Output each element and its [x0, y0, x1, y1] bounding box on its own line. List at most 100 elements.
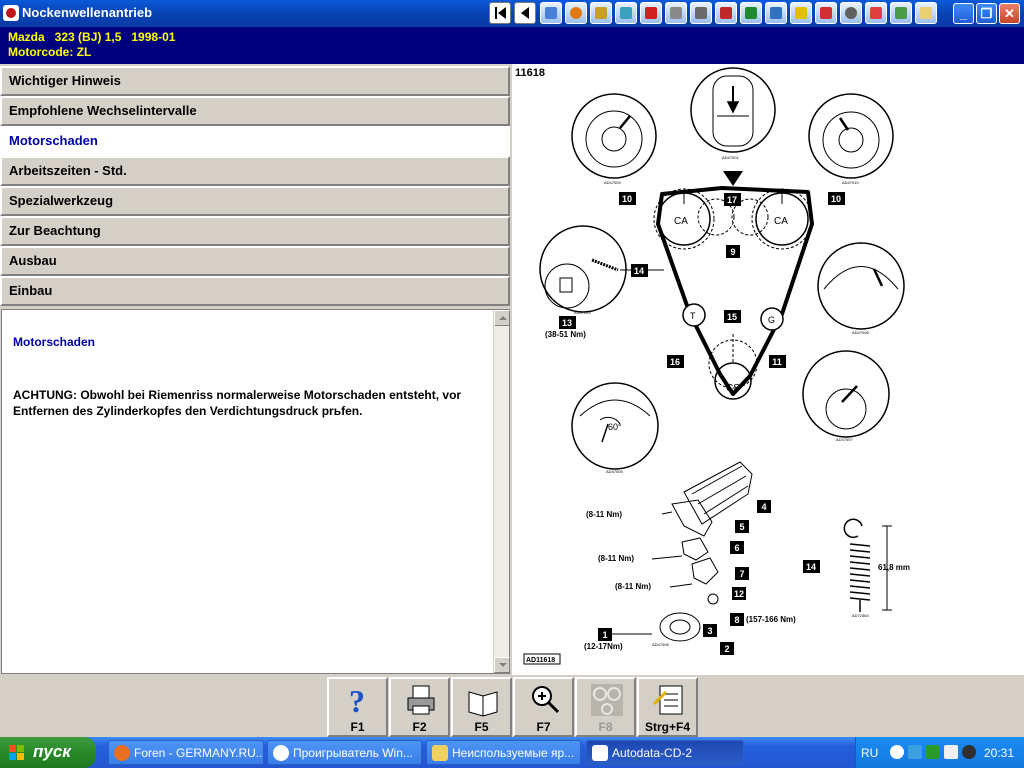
notes-icon — [920, 7, 932, 19]
title-bar: Nockenwellenantrieb _ ❐ ✕ — [0, 0, 1024, 27]
previous-page-button[interactable] — [514, 2, 536, 24]
callout-12: 12 — [734, 589, 744, 599]
arrow-left-icon — [521, 7, 529, 19]
toolbar-button-tools[interactable] — [590, 2, 612, 24]
menu-item-arbeitszeiten[interactable]: Arbeitszeiten - Std. — [0, 156, 510, 186]
diagram-pane[interactable]: 11618 AD47001 AD47009 AD47010 — [512, 64, 1024, 675]
callout-2: 2 — [724, 644, 729, 654]
toolbar-button-module[interactable] — [740, 2, 762, 24]
toolbar-button-battery[interactable] — [715, 2, 737, 24]
task-label: Foren - GERMANY.RU... — [134, 746, 264, 760]
f7-zoom-button[interactable]: F7 — [513, 677, 574, 737]
detail-ref-top: AD47001 — [722, 155, 739, 160]
battery-icon — [720, 7, 732, 19]
callout-7: 7 — [739, 569, 744, 579]
spring-length-label: 61,8 mm — [878, 563, 910, 572]
help-icon: ? — [349, 683, 365, 718]
printer-icon — [407, 685, 435, 715]
toolbar-button-diagram[interactable] — [540, 2, 562, 24]
diagram-number: 11618 — [515, 67, 545, 79]
person-icon — [620, 7, 632, 19]
task-button-firefox[interactable]: Foren - GERMANY.RU... — [108, 740, 264, 765]
clock[interactable]: 20:31 — [984, 746, 1015, 760]
toolbar-button-airbag[interactable] — [815, 2, 837, 24]
menu-item-spezialwerkzeug[interactable]: Spezialwerkzeug — [0, 186, 510, 216]
vehicle-model: Mazda 323 (BJ) 1,5 1998-01 — [8, 30, 176, 44]
detail-ref-spring: AD72364 — [852, 613, 869, 618]
toolbar-button-notes[interactable] — [915, 2, 937, 24]
toolbar-button-abs[interactable] — [840, 2, 862, 24]
module-icon — [745, 7, 757, 19]
callout-10-left: 10 — [622, 194, 632, 204]
toolbar-button-key[interactable] — [790, 2, 812, 24]
wrench-icon — [695, 7, 707, 19]
minimize-button[interactable]: _ — [953, 3, 974, 24]
menu-item-einbau[interactable]: Einbau — [0, 276, 510, 306]
callout-10-right: 10 — [831, 194, 841, 204]
menu-item-motorschaden[interactable]: Motorschaden — [0, 126, 510, 156]
section-menu: Wichtiger Hinweis Empfohlene Wechselinte… — [0, 66, 510, 306]
content-body: ACHTUNG: Obwohl bei Riemenriss normalerw… — [13, 388, 462, 418]
toolbar-button-wrench[interactable] — [690, 2, 712, 24]
toolbar-button-lift[interactable] — [665, 2, 687, 24]
detail-right-mid — [817, 242, 905, 330]
scroll-down-button[interactable] — [494, 657, 510, 673]
toolbar-button-warning[interactable] — [865, 2, 887, 24]
torque-cover-lower: (8-11 Nm) — [615, 582, 651, 591]
maximize-button[interactable]: ❐ — [976, 3, 997, 24]
app-icon — [3, 5, 19, 21]
diagram-icon — [545, 7, 557, 19]
callout-boxes — [559, 192, 845, 655]
language-indicator[interactable]: RU — [861, 746, 879, 760]
close-icon: ✕ — [1004, 6, 1015, 21]
taskbar: пуск Foren - GERMANY.RU... Проигрыватель… — [0, 737, 1024, 768]
sprocket-label-cs: CS — [726, 383, 740, 394]
callout-13: 13 — [562, 318, 572, 328]
strg-f4-notes-button[interactable]: Strg+F4 — [637, 677, 698, 737]
angle-label: 60° — [608, 422, 622, 432]
f1-help-button[interactable]: ? F1 — [327, 677, 388, 737]
wiring-icon — [770, 7, 782, 19]
toolbar-button-person[interactable] — [615, 2, 637, 24]
toolbar-button-service[interactable] — [890, 2, 912, 24]
menu-item-ausbau[interactable]: Ausbau — [0, 246, 510, 276]
firefox-icon — [114, 745, 130, 761]
antivirus-icon[interactable] — [962, 745, 976, 759]
restore-icon: ❐ — [980, 6, 993, 21]
sprocket-label-ca-left: CA — [674, 216, 688, 227]
toolbar-button-engine[interactable] — [565, 2, 587, 24]
task-button-autodata[interactable]: Autodata-CD-2 — [586, 740, 744, 765]
sprocket-label-ca-right: CA — [774, 216, 788, 227]
menu-item-zur-beachtung[interactable]: Zur Beachtung — [0, 216, 510, 246]
airbag-icon — [820, 7, 832, 19]
menu-item-wichtiger-hinweis[interactable]: Wichtiger Hinweis — [0, 66, 510, 96]
callout-6: 6 — [734, 543, 739, 553]
first-page-button[interactable] — [489, 2, 511, 24]
scroll-up-button[interactable] — [494, 310, 510, 326]
network-icon[interactable] — [908, 745, 922, 759]
start-button[interactable]: пуск — [0, 737, 96, 768]
detail-ref-cover: AD47008 — [652, 642, 669, 647]
tray-arrow-icon[interactable] — [890, 745, 904, 759]
f8-belt-button[interactable]: F8 — [575, 677, 636, 737]
task-button-folder[interactable]: Неиспользуемые яр... — [426, 740, 581, 765]
window-title: Nockenwellenantrieb — [22, 5, 153, 20]
function-key-bar: ? F1 F2 F5 F7 F8 Strg+F4 — [327, 677, 698, 737]
toolbar-button-car[interactable] — [640, 2, 662, 24]
task-button-media-player[interactable]: Проигрыватель Win... — [267, 740, 422, 765]
toolbar-button-wiring[interactable] — [765, 2, 787, 24]
f2-print-button[interactable]: F2 — [389, 677, 450, 737]
timing-belt-diagram: 11618 AD47001 AD47009 AD47010 — [515, 67, 910, 665]
f5-label: F5 — [474, 720, 489, 734]
detail-ref-left-bottom: AD47005 — [606, 469, 623, 474]
mail-icon[interactable] — [944, 745, 958, 759]
tray-app-icon[interactable] — [926, 745, 940, 759]
callout-17: 17 — [727, 195, 737, 205]
vertical-scrollbar[interactable] — [493, 310, 510, 673]
torque-crank-bolt: (157-166 Nm) — [746, 615, 796, 624]
menu-item-wechselintervalle[interactable]: Empfohlene Wechselintervalle — [0, 96, 510, 126]
detail-left-top — [571, 93, 657, 179]
f5-book-button[interactable]: F5 — [451, 677, 512, 737]
close-button[interactable]: ✕ — [999, 3, 1020, 24]
notes-icon — [652, 685, 683, 715]
